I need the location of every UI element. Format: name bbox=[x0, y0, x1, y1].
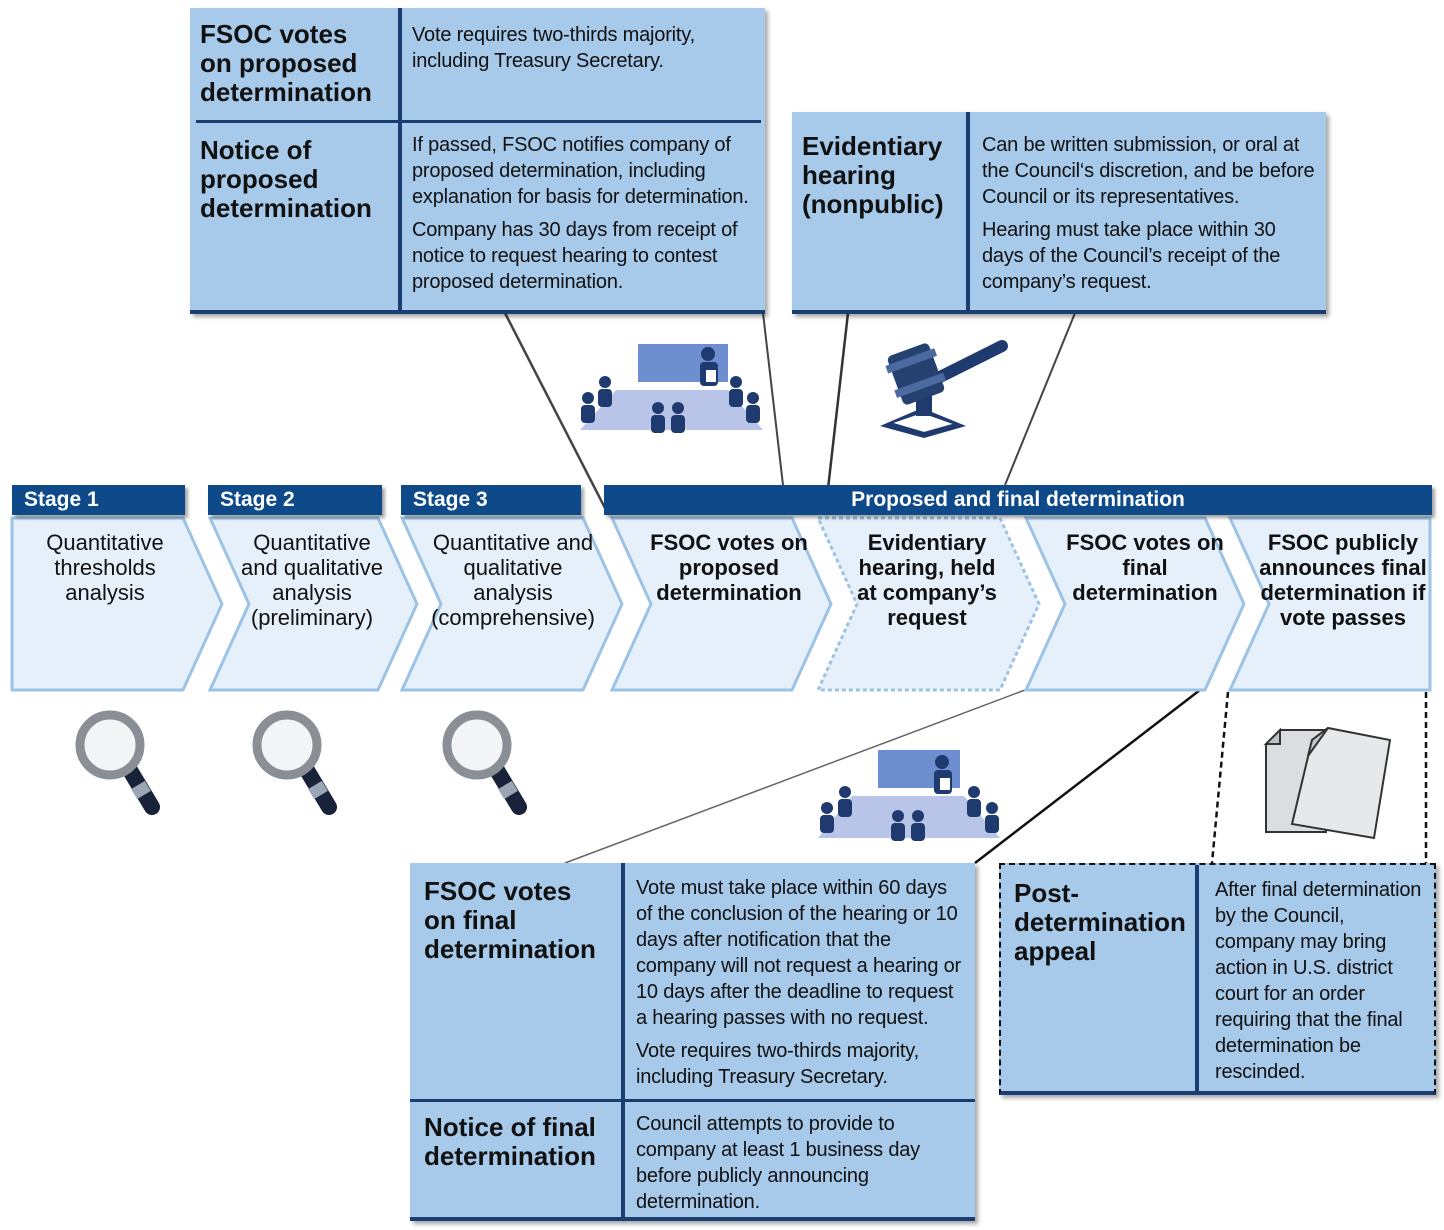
meeting-icon bbox=[818, 750, 1000, 841]
detail-text: If passed, FSOC notifies company of prop… bbox=[412, 134, 749, 208]
divider bbox=[621, 863, 625, 1217]
stage-label: Stage 3 bbox=[413, 488, 488, 511]
stage-2-header: Stage 2 bbox=[208, 485, 382, 515]
banner-label: Proposed and final determination bbox=[851, 488, 1185, 511]
detail-text: Vote must take place within 60 days of t… bbox=[636, 877, 962, 1029]
divider bbox=[196, 120, 761, 123]
step-chevron bbox=[609, 516, 833, 692]
stage-1-text: Quantitative thresholds analysis bbox=[46, 530, 164, 605]
magnifier-icon bbox=[75, 710, 160, 815]
step-chevron bbox=[815, 516, 1041, 692]
evidentiary-hearing-box: Evidentiary hearing (nonpublic) Can be w… bbox=[792, 112, 1326, 314]
final-notice-details: Council attempts to provide to company a… bbox=[626, 1103, 971, 1230]
detail-text: Vote requires two-thirds majority, inclu… bbox=[412, 24, 695, 72]
stage-1-header: Stage 1 bbox=[12, 485, 185, 515]
step-announce-text: FSOC publicly announces final determinat… bbox=[1259, 530, 1427, 630]
stage-chevron bbox=[207, 516, 419, 692]
appeal-box: Post-determination appeal After final de… bbox=[999, 863, 1436, 1095]
hearing-details: Can be written submission, or oral at th… bbox=[972, 124, 1326, 310]
callout-line bbox=[823, 312, 850, 516]
stage-3-text: Quantitative and qualitative analysis (c… bbox=[431, 530, 595, 630]
stage-3-header: Stage 3 bbox=[401, 485, 581, 515]
meeting-icon bbox=[580, 344, 763, 433]
stage-label: Stage 2 bbox=[220, 488, 295, 511]
detail-text: Can be written submission, or oral at th… bbox=[982, 134, 1315, 208]
detail-text: Company has 30 days from receipt of noti… bbox=[412, 219, 738, 293]
step-hearing-text: Evidentiary hearing, held at company’s r… bbox=[857, 530, 997, 630]
proposed-notice-details: If passed, FSOC notifies company of prop… bbox=[402, 124, 764, 310]
proposed-determination-box: FSOC votes on proposed determination Vot… bbox=[190, 8, 765, 314]
detail-text: Council attempts to provide to company a… bbox=[636, 1113, 920, 1213]
callout-line bbox=[1004, 312, 1076, 486]
final-notice-title: Notice of final determination bbox=[424, 1112, 596, 1171]
proposed-vote-title: FSOC votes on proposed determination bbox=[200, 19, 372, 107]
magnifier-icon bbox=[442, 710, 527, 815]
final-vote-title: FSOC votes on final determination bbox=[424, 876, 596, 964]
proposed-notice-title: Notice of proposed determination bbox=[200, 135, 372, 223]
final-determination-banner: Proposed and final determination bbox=[604, 485, 1432, 515]
proposed-vote-details: Vote requires two-thirds majority, inclu… bbox=[402, 14, 764, 89]
detail-text: Hearing must take place within 30 days o… bbox=[982, 219, 1281, 293]
hearing-title: Evidentiary hearing (nonpublic) bbox=[802, 131, 944, 219]
callout-line bbox=[564, 689, 1026, 864]
appeal-title: Post-determination appeal bbox=[1014, 878, 1186, 966]
divider bbox=[1195, 865, 1199, 1093]
callout-line bbox=[974, 689, 1201, 864]
callout-line bbox=[1210, 691, 1230, 864]
documents-icon bbox=[1263, 726, 1392, 840]
stage-label: Stage 1 bbox=[24, 488, 99, 511]
divider bbox=[398, 8, 402, 310]
appeal-details: After final determination by the Council… bbox=[1205, 869, 1435, 1100]
stage-chevron bbox=[399, 516, 624, 692]
callout-line bbox=[503, 312, 608, 511]
step-proposed-vote-text: FSOC votes on proposed determination bbox=[650, 530, 808, 605]
stage-chevron bbox=[10, 516, 224, 692]
final-determination-box: FSOC votes on final determination Vote m… bbox=[410, 863, 975, 1221]
step-chevron bbox=[1227, 516, 1432, 692]
stage-2-text: Quantitative and qualitative analysis (p… bbox=[241, 530, 383, 630]
divider bbox=[966, 112, 970, 310]
divider bbox=[410, 1099, 975, 1102]
magnifier-icon bbox=[252, 710, 337, 815]
callout-line bbox=[762, 312, 784, 486]
final-vote-details: Vote must take place within 60 days of t… bbox=[626, 867, 975, 1105]
gavel-icon bbox=[880, 340, 1008, 438]
detail-text: After final determination by the Council… bbox=[1215, 879, 1422, 1083]
detail-text: Vote requires two-thirds majority, inclu… bbox=[636, 1040, 919, 1088]
step-chevron bbox=[1023, 516, 1246, 692]
step-final-vote-text: FSOC votes on final determination bbox=[1066, 530, 1224, 605]
